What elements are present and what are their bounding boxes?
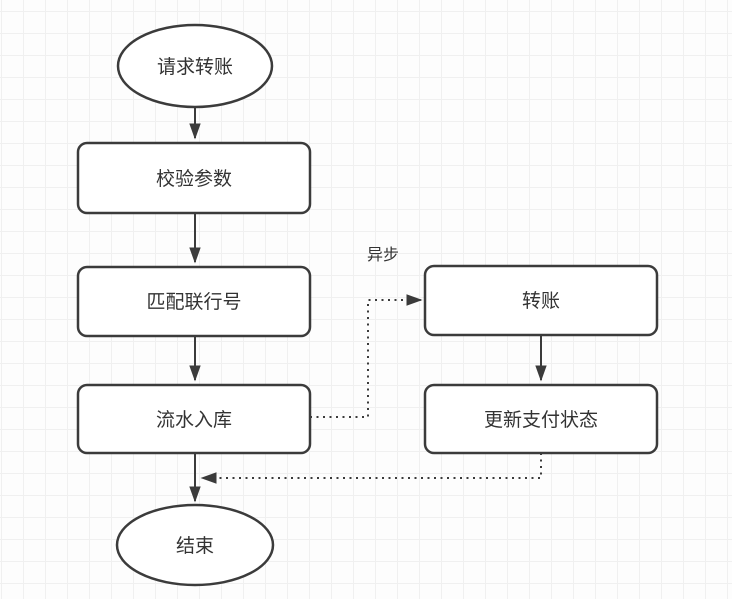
node-transfer-label: 转账 [522, 290, 560, 312]
node-end-label: 结束 [176, 535, 214, 557]
node-match-bank-number: 匹配联行号 [76, 265, 312, 338]
node-end: 结束 [115, 503, 275, 587]
node-transfer: 转账 [423, 264, 659, 337]
node-update-payment-status-shape[interactable] [423, 383, 659, 455]
node-end-shape[interactable] [115, 503, 275, 587]
edge-update-to-end-line[interactable] [200, 453, 542, 484]
node-match-bank-number-shape[interactable] [76, 265, 312, 338]
node-update-payment-status: 更新支付状态 [423, 383, 659, 455]
node-validate-params-shape[interactable] [76, 141, 312, 215]
node-validate-params-label: 校验参数 [156, 168, 232, 190]
node-start-label: 请求转账 [157, 56, 233, 78]
node-match-bank-number-label: 匹配联行号 [146, 291, 241, 313]
node-start: 请求转账 [116, 23, 274, 109]
node-start-shape[interactable] [116, 23, 274, 109]
node-validate-params: 校验参数 [76, 141, 312, 215]
node-save-transaction-record-label: 流水入库 [156, 409, 232, 431]
node-save-transaction-record-shape[interactable] [76, 383, 312, 455]
node-transfer-shape[interactable] [423, 264, 659, 337]
edge-label-async: 异步 [367, 246, 399, 264]
node-save-transaction-record: 流水入库 [76, 383, 312, 455]
node-update-payment-status-label: 更新支付状态 [484, 409, 598, 431]
edge-save-to-transfer-async[interactable] [310, 294, 423, 418]
